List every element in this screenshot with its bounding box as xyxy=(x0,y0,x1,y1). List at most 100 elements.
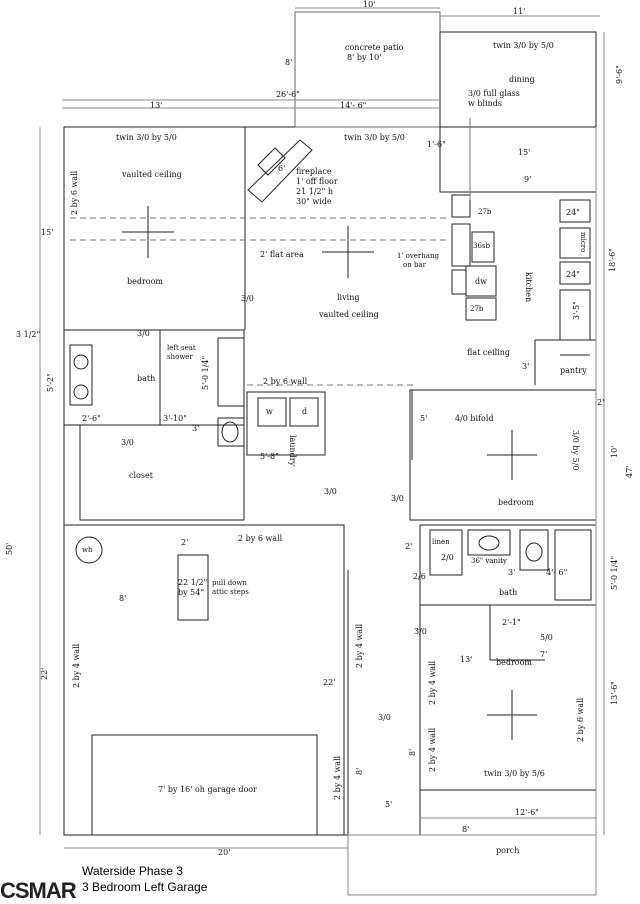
dim-20: 20' xyxy=(218,848,231,857)
kitchen-label: kitchen xyxy=(524,272,533,303)
dining-glass: 3/0 full glass xyxy=(468,89,520,98)
dim-6-hall: 8' xyxy=(408,748,417,756)
door-3-0-bed1: 3/0 xyxy=(241,294,254,303)
living-vault: vaulted ceiling xyxy=(319,310,379,319)
watermark-logo: CSMAR xyxy=(0,878,77,903)
cab-27b-1: 27b xyxy=(478,208,492,216)
bifold: 4/0 bifold xyxy=(455,414,494,423)
dim-top-11: 11' xyxy=(513,7,526,16)
dining-outline xyxy=(439,31,597,193)
dryer: d xyxy=(302,407,308,416)
sink-36sb: 36sb xyxy=(473,242,490,250)
dim-2-attic: 2' xyxy=(181,538,189,547)
dim-3-kitchen: 3' xyxy=(522,362,530,371)
dim-22-right: 22' xyxy=(323,678,336,687)
dim-3: 3' xyxy=(192,424,200,433)
bath2-label: bath xyxy=(499,588,518,597)
dim-3-10: 3'-10" xyxy=(163,414,187,423)
bed2-label: bedroom xyxy=(498,498,535,507)
dim-13-6: 13'-6" xyxy=(610,681,619,705)
dim-5-0-q2: 5'-0 1/4" xyxy=(610,555,619,590)
cab-24-1: 24" xyxy=(566,208,580,217)
cab-24-2: 24" xyxy=(566,270,580,279)
dim-5-0-q: 5'-0 1/4" xyxy=(201,355,210,390)
ceiling-fan-living xyxy=(322,226,374,278)
door-2-6: 2/6 xyxy=(413,572,426,581)
dim-2-1: 2'-1" xyxy=(502,618,521,627)
door-3-0-bed3: 3/0 xyxy=(378,713,391,722)
bed2-window: 3/0 by 5/0 xyxy=(571,430,580,471)
fireplace-label: fireplace xyxy=(296,167,332,176)
cab-27b-2: 27b xyxy=(470,305,484,313)
dim-12-6: 12'-6" xyxy=(515,808,539,817)
wall-2x6-garage: 2 by 6 wall xyxy=(238,534,283,543)
plan-title-line2: 3 Bedroom Left Garage xyxy=(82,880,208,894)
dim-14-6: 14'- 6" xyxy=(340,101,367,110)
bed3-label: bedroom xyxy=(496,658,533,667)
wall-2x4-c: 2 by 4 wall xyxy=(428,660,437,705)
dim-9: 9' xyxy=(524,175,532,184)
ceiling-fan-bed3 xyxy=(487,690,537,740)
garage-door: 7' by 16' oh garage door xyxy=(158,785,257,794)
patio-size: 8' by 10' xyxy=(347,53,382,62)
wall-2x6-bed1: 2 by 6 wall xyxy=(70,170,79,215)
ceiling-fan-bed1 xyxy=(122,206,174,258)
door-5-0: 5/0 xyxy=(540,633,553,642)
flat-area: 2' flat area xyxy=(260,250,304,259)
flat-ceiling: flat ceiling xyxy=(467,348,511,357)
patio-label: concrete patio xyxy=(345,43,404,52)
ceiling-fan-bed2 xyxy=(487,430,537,480)
house-outline xyxy=(63,126,597,836)
plan-title-line1: Waterside Phase 3 xyxy=(82,864,183,878)
vanity-label: 36" vanity xyxy=(471,557,507,565)
dim-5: 5' xyxy=(420,414,428,423)
dim-top-10: 10' xyxy=(363,0,376,9)
dim-13-bed3: 13' xyxy=(460,655,473,664)
dim-8-garage: 8' xyxy=(119,594,127,603)
laundry-label: laundry xyxy=(288,435,297,467)
dim-5-8: 5'-8" xyxy=(260,452,279,461)
bed1-label: bedroom xyxy=(127,277,164,286)
door-3-0-bath2: 3/0 xyxy=(414,627,427,636)
shower: shower xyxy=(167,353,193,361)
dim-9-6: 9'-6" xyxy=(615,65,624,84)
overhang-bar: on bar xyxy=(403,261,426,269)
bed3-window: twin 3/0 by 5/6 xyxy=(484,769,545,778)
dim-15: 15' xyxy=(518,148,531,157)
dim-2-linen: 2' xyxy=(405,542,413,551)
overhang: 1' overhang xyxy=(397,252,439,260)
dim-4-6: 4'- 6" xyxy=(546,568,568,577)
dim-3-half: 3 1/2" xyxy=(16,330,41,339)
water-heater: wh xyxy=(82,546,93,554)
dining-label: dining xyxy=(509,75,535,84)
washer: w xyxy=(266,407,273,416)
wall-2x6-bed3: 2 by 6 wall xyxy=(576,697,585,742)
door-3-0-laundry: 3/0 xyxy=(324,487,337,496)
dim-3-5: 3'-5" xyxy=(572,301,581,320)
dim-15-left: 15' xyxy=(41,228,54,237)
wall-2x4-e: 2 by 4 wall xyxy=(333,755,342,800)
dim-50: 50' xyxy=(5,542,14,555)
linen-label: linen xyxy=(432,538,450,546)
dim-2-bed2: 2' xyxy=(597,398,605,407)
door-2-0: 2/0 xyxy=(441,553,454,562)
micro: micro xyxy=(579,232,587,253)
door-3-0-closet: 3/0 xyxy=(121,438,134,447)
closet-label: closet xyxy=(129,471,153,480)
dim-8: 8' xyxy=(285,58,293,67)
dim-13: 13' xyxy=(150,101,163,110)
dim-8-porch: 8' xyxy=(462,825,470,834)
fp-off-floor: 1' off floor xyxy=(296,177,338,186)
dining-blinds: w blinds xyxy=(468,99,503,108)
dim-5-hall: 5' xyxy=(385,800,393,809)
fp-height: 21 1/2" h xyxy=(296,187,333,196)
dim-26-6: 26'-6" xyxy=(276,90,300,99)
attic-size-2: by 54" xyxy=(178,588,205,597)
attic-pull: pull down xyxy=(212,579,247,587)
dim-2-6: 2'-6" xyxy=(82,414,101,423)
wall-2x4-d: 2 by 4 wall xyxy=(428,727,437,772)
dim-3-bath2: 3' xyxy=(508,568,516,577)
bed1-window: twin 3/0 by 5/0 xyxy=(116,133,177,142)
dim-8-hall: 8' xyxy=(355,767,364,775)
patio-outline xyxy=(294,11,441,128)
